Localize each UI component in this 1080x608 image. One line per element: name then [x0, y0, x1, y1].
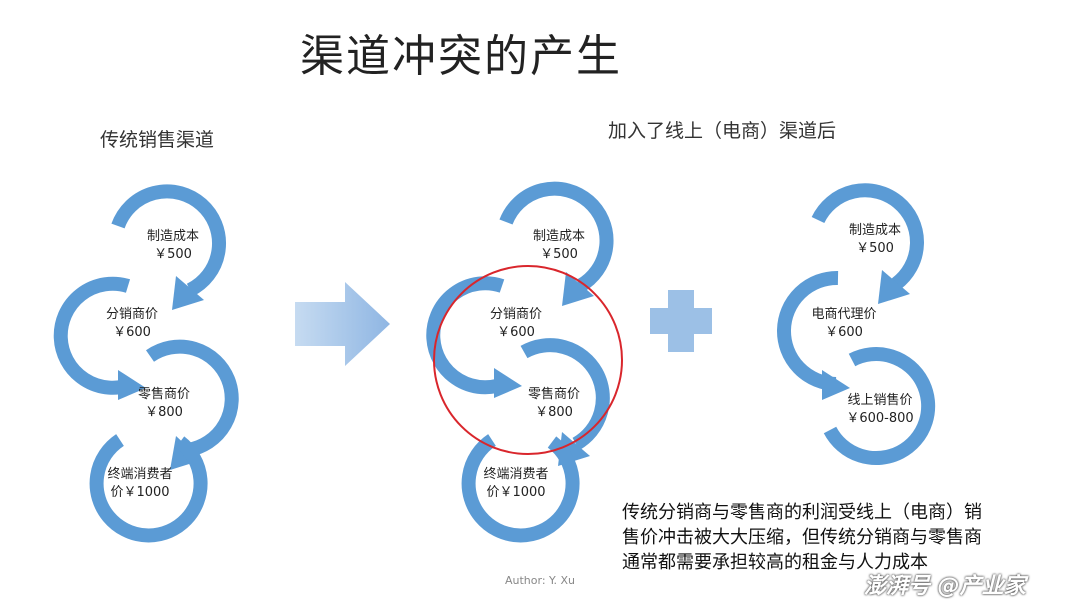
node-price: ￥600	[825, 325, 863, 340]
node-price: ￥500	[856, 241, 894, 256]
node-name: 零售商价	[527, 387, 580, 402]
traditional-ring-1	[111, 184, 226, 310]
middle-node-consumer: 终端消费者 价￥1000	[466, 466, 566, 502]
node-name: 终端消费者	[483, 467, 549, 482]
online-node-manufacture: 制造成本 ￥500	[830, 222, 920, 258]
transition-arrow-icon	[295, 282, 390, 366]
traditional-node-retailer: 零售商价 ￥800	[124, 386, 204, 422]
middle-node-distributor: 分销商价 ￥600	[476, 306, 556, 342]
online-node-ecommerce-agent: 电商代理价 ￥600	[794, 306, 894, 342]
middle-node-retailer: 零售商价 ￥800	[514, 386, 594, 422]
traditional-channel-heading: 传统销售渠道	[100, 129, 215, 151]
node-name: 制造成本	[146, 229, 199, 244]
online-ring-2	[777, 270, 850, 400]
middle-ring-1	[499, 181, 614, 306]
online-node-online-price: 线上销售价 ￥600-800	[830, 392, 930, 428]
note-line: 售价冲击被大大压缩，但传统分销商与零售商	[622, 527, 982, 548]
middle-ring-4	[461, 434, 580, 543]
node-price: ￥600	[113, 325, 151, 340]
node-name: 终端消费者	[107, 467, 173, 482]
node-price: ￥500	[540, 247, 578, 262]
author-credit: Author: Y. Xu	[505, 574, 576, 587]
node-price: 价￥1000	[110, 485, 170, 500]
node-name: 制造成本	[848, 223, 901, 238]
online-channel-heading: 加入了线上（电商）渠道后	[608, 120, 837, 142]
conflict-highlight-circle	[433, 265, 623, 455]
conflict-explanation: 传统分销商与零售商的利润受线上（电商）销 售价冲击被大大压缩，但传统分销商与零售…	[622, 500, 1042, 575]
node-name: 分销商价	[105, 307, 158, 322]
node-name: 零售商价	[137, 387, 190, 402]
source-watermark: 澎湃号 @产业家	[864, 574, 1026, 599]
online-ring-3	[823, 347, 936, 465]
note-line: 传统分销商与零售商的利润受线上（电商）销	[622, 502, 982, 523]
note-line: 通常都需要承担较高的租金与人力成本	[622, 552, 928, 573]
traditional-node-consumer: 终端消费者 价￥1000	[90, 466, 190, 502]
node-price: ￥600	[497, 325, 535, 340]
node-price: 价￥1000	[486, 485, 546, 500]
plus-icon	[650, 290, 712, 352]
traditional-ring-4	[89, 434, 208, 543]
node-name: 线上销售价	[847, 393, 913, 408]
online-ring-1	[811, 183, 924, 304]
node-name: 分销商价	[489, 307, 542, 322]
middle-node-manufacture: 制造成本 ￥500	[514, 228, 604, 264]
page-title: 渠道冲突的产生	[300, 31, 622, 82]
node-price: ￥600-800	[846, 411, 914, 426]
node-name: 制造成本	[532, 229, 585, 244]
node-price: ￥800	[535, 405, 573, 420]
node-price: ￥500	[154, 247, 192, 262]
traditional-ring-2	[53, 276, 146, 400]
traditional-node-distributor: 分销商价 ￥600	[92, 306, 172, 342]
node-name: 电商代理价	[811, 307, 877, 322]
traditional-node-manufacture: 制造成本 ￥500	[128, 228, 218, 264]
node-price: ￥800	[145, 405, 183, 420]
